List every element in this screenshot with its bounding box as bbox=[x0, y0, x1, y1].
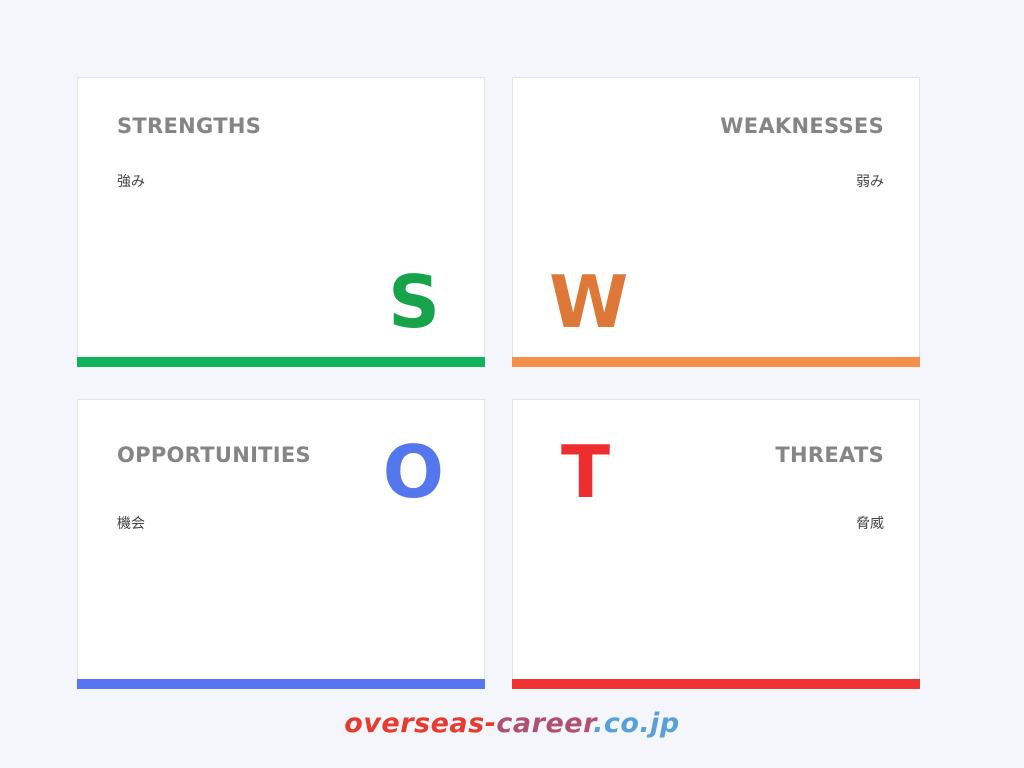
strengths-color-bar bbox=[77, 357, 485, 367]
weaknesses-subtitle: 弱み bbox=[856, 174, 884, 190]
watermark-part-1: overseas- bbox=[344, 708, 497, 739]
weaknesses-title: WEAKNESSES bbox=[720, 114, 884, 138]
threats-title: THREATS bbox=[775, 443, 884, 467]
threats-card: THREATS 脅威 T bbox=[512, 399, 920, 689]
threats-letter: T bbox=[561, 430, 611, 514]
watermark-part-2: career bbox=[496, 708, 594, 739]
watermark-part-3: .co.jp bbox=[593, 708, 680, 739]
opportunities-letter: O bbox=[382, 430, 444, 514]
threats-subtitle: 脅威 bbox=[856, 516, 884, 532]
weaknesses-color-bar bbox=[512, 357, 920, 367]
opportunities-color-bar bbox=[77, 679, 485, 689]
strengths-card: STRENGTHS 強み S bbox=[77, 77, 485, 367]
weaknesses-card: WEAKNESSES 弱み W bbox=[512, 77, 920, 367]
strengths-subtitle: 強み bbox=[117, 174, 145, 190]
strengths-letter: S bbox=[388, 260, 440, 344]
opportunities-subtitle: 機会 bbox=[117, 516, 145, 532]
threats-color-bar bbox=[512, 679, 920, 689]
strengths-title: STRENGTHS bbox=[117, 114, 262, 138]
opportunities-card: OPPORTUNITIES 機会 O bbox=[77, 399, 485, 689]
weaknesses-letter: W bbox=[549, 260, 629, 344]
opportunities-title: OPPORTUNITIES bbox=[117, 443, 311, 467]
site-watermark: overseas-career.co.jp bbox=[0, 708, 1024, 739]
